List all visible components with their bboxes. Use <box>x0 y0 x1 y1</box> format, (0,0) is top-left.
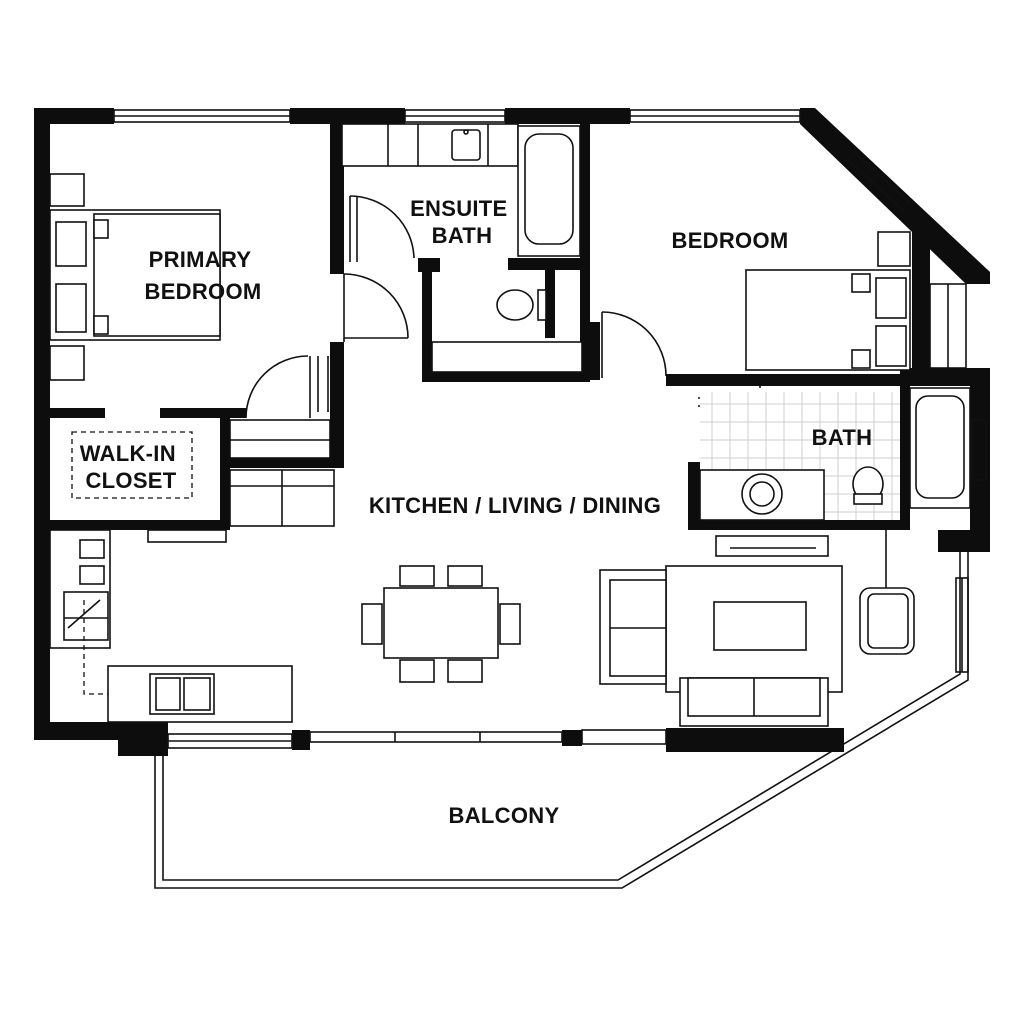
room-label-primary-bedroom: PRIMARY BEDROOM <box>145 247 262 304</box>
exterior-walls <box>34 108 990 756</box>
room-label-line: PRIMARY <box>149 247 252 272</box>
windows <box>113 109 987 749</box>
ensuite-vanity <box>341 123 519 167</box>
kitchen-sink-counter <box>107 665 293 723</box>
kitchen-counter <box>49 529 111 649</box>
room-label-bedroom: BEDROOM <box>672 228 789 253</box>
room-label-line: BATH <box>812 425 873 450</box>
kitchen-cabinets <box>229 469 335 527</box>
room-label-balcony: BALCONY <box>449 803 560 828</box>
room-label-walk-in-closet: WALK-IN CLOSET <box>80 441 183 493</box>
room-label-line: BATH <box>432 223 493 248</box>
sofa <box>679 677 829 727</box>
kitchen-shelf <box>147 529 227 543</box>
bath-toilet <box>852 466 884 505</box>
bath-vanity <box>699 469 825 521</box>
ensuite-tub <box>517 125 581 257</box>
room-label-line: BALCONY <box>449 803 560 828</box>
room-label-line: BEDROOM <box>672 228 789 253</box>
room-label-line: ENSUITE <box>410 196 507 221</box>
sofa <box>599 569 667 685</box>
primary-bed <box>49 209 221 341</box>
tv-console <box>715 535 829 557</box>
ensuite-closet <box>431 341 583 373</box>
room-label-line: CLOSET <box>85 468 176 493</box>
bath-tub <box>909 387 971 509</box>
closet-outline <box>71 431 193 499</box>
room-label-line: KITCHEN / LIVING / DINING <box>369 493 661 518</box>
armchair <box>859 587 915 655</box>
room-label-kitchen-living-dining: KITCHEN / LIVING / DINING <box>369 493 661 518</box>
room-labels: PRIMARY BEDROOM ENSUITE BATH BEDROOM WAL… <box>80 196 873 828</box>
dining-table <box>361 565 521 683</box>
toilet <box>496 289 547 321</box>
nightstand <box>49 345 85 381</box>
room-label-bath: BATH <box>812 425 873 450</box>
nightstand <box>877 231 911 267</box>
nightstand <box>49 173 85 207</box>
coffee-table <box>713 601 807 651</box>
room-label-line: WALK-IN <box>80 441 176 466</box>
room-label-ensuite-bath: ENSUITE BATH <box>410 196 514 248</box>
room-label-line: BEDROOM <box>145 279 262 304</box>
closet-shelves <box>229 419 331 459</box>
interior-walls <box>50 120 980 530</box>
bedroom-bed <box>745 269 911 371</box>
